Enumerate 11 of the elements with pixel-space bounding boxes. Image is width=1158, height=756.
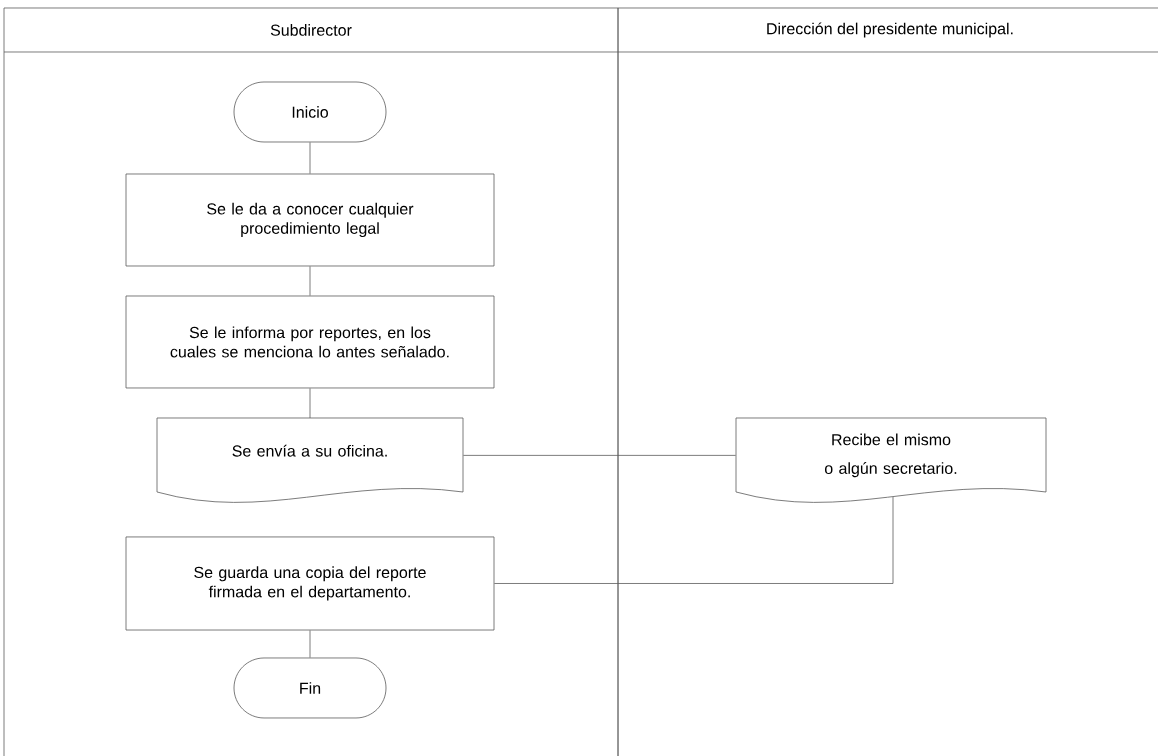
connector-line (309, 630, 311, 658)
connector-line (463, 455, 736, 456)
process-box: Se le informa por reportes, en los cuales se menciona lo antes señalado. (125, 295, 495, 389)
terminator: Fin (233, 657, 387, 719)
connector-line (309, 388, 311, 419)
process-box: Se guarda una copia del reporte firmada en el departamento. (125, 536, 495, 631)
connector-line (494, 496, 894, 584)
connector-line (309, 142, 311, 174)
connector-line (309, 266, 311, 296)
process-box: Se le da a conocer cualquier procedimiento legal (125, 173, 495, 267)
terminator: Inicio (233, 81, 387, 143)
